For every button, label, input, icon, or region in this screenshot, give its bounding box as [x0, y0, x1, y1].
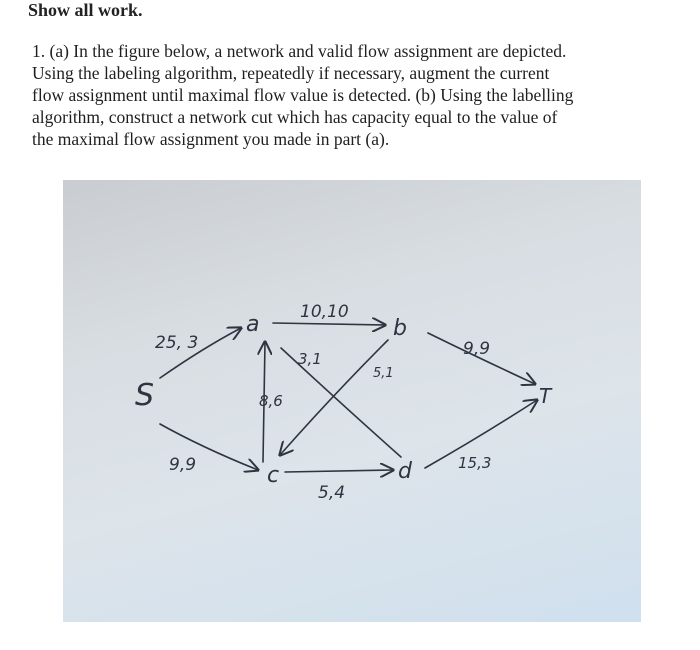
- problem-line: Using the labeling algorithm, repeatedly…: [32, 63, 550, 83]
- edge-s-a: [159, 328, 241, 379]
- label-a-d: 5,1: [373, 366, 394, 381]
- node-b: b: [393, 316, 407, 341]
- label-c-a: 8,6: [259, 392, 283, 410]
- label-b-c: 3,1: [298, 350, 322, 368]
- edge-d-t: [424, 400, 537, 469]
- edge-b-t: [427, 332, 535, 384]
- problem-line: flow assignment until maximal flow value…: [32, 85, 574, 105]
- label-b-t: 9,9: [463, 339, 490, 359]
- node-t: T: [539, 384, 553, 408]
- node-c: c: [267, 463, 279, 488]
- edge-c-a: [263, 342, 265, 463]
- node-s: S: [135, 378, 154, 413]
- instruction-heading: Show all work.: [28, 0, 143, 20]
- label-a-b: 10,10: [300, 302, 349, 322]
- edge-a-b: [272, 323, 385, 325]
- label-d-t: 15,3: [458, 454, 491, 472]
- edge-s-c: [159, 423, 258, 470]
- edge-a-d: [280, 347, 402, 458]
- label-s-a: 25, 3: [155, 333, 198, 353]
- problem-line: 1. (a) In the figure below, a network an…: [32, 41, 567, 61]
- label-c-d: 5,4: [318, 483, 345, 503]
- node-d: d: [398, 459, 413, 484]
- network-figure-photo: S a b c d T 25, 3 9,9 10,10 8,6 3,1 5,1 …: [63, 180, 641, 622]
- edge-c-d: [284, 470, 393, 472]
- node-a: a: [246, 312, 259, 337]
- network-diagram: S a b c d T 25, 3 9,9 10,10 8,6 3,1 5,1 …: [135, 302, 553, 503]
- label-s-c: 9,9: [169, 455, 196, 475]
- problem-line: the maximal flow assignment you made in …: [32, 129, 390, 149]
- problem-line: algorithm, construct a network cut which…: [32, 107, 558, 127]
- problem-statement: 1. (a) In the figure below, a network an…: [32, 40, 642, 150]
